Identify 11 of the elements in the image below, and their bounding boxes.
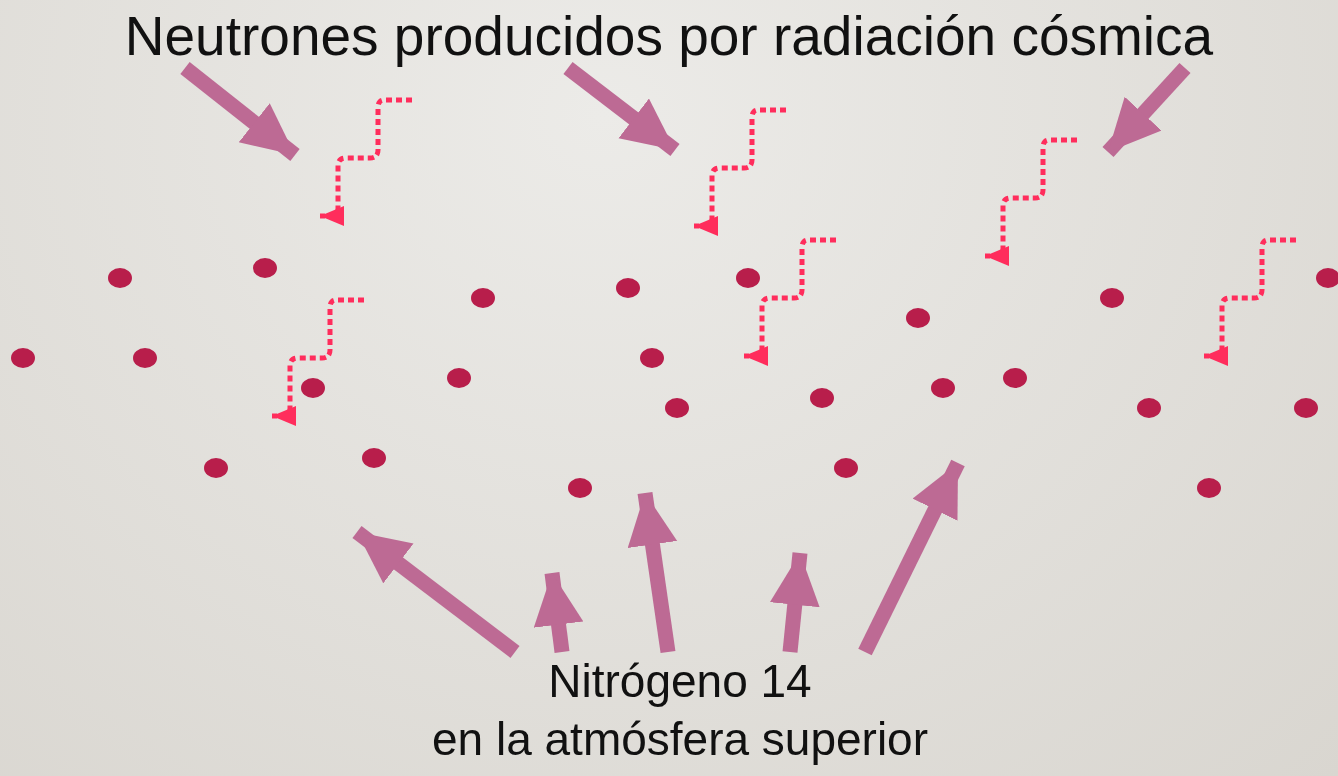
caption-text: Neutrones producidos por radiación cósmica (124, 4, 1214, 68)
caption-text: en la atmósfera superior (432, 712, 928, 767)
arrow (769, 552, 820, 653)
arrow (352, 526, 520, 658)
arrow (858, 459, 965, 656)
arrow (180, 62, 300, 161)
arrow (563, 62, 680, 156)
arrow (533, 572, 584, 653)
arrow (1102, 62, 1191, 158)
arrow (627, 491, 678, 654)
caption-text: Nitrógeno 14 (548, 654, 812, 709)
